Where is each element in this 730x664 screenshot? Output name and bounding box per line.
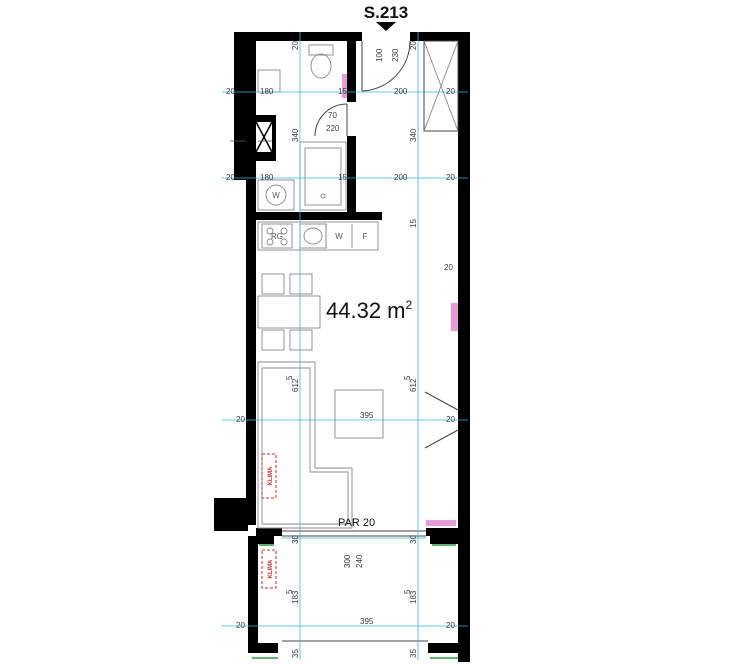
svg-text:KLIMA: KLIMA	[268, 559, 274, 579]
svg-text:30: 30	[409, 535, 418, 544]
svg-text:612: 612	[291, 378, 300, 392]
svg-text:200: 200	[394, 87, 408, 96]
sill-marker	[426, 520, 456, 526]
dining-table	[257, 273, 321, 351]
entrance-door	[361, 40, 411, 92]
klima-unit-balcony: KLIMA	[261, 549, 277, 589]
appliance-dishwasher-label: W	[335, 232, 343, 241]
kitchen: RG W F	[257, 221, 379, 251]
svg-text:230: 230	[391, 48, 400, 62]
svg-text:30: 30	[291, 535, 300, 544]
svg-text:5: 5	[285, 589, 294, 594]
svg-text:20: 20	[409, 41, 418, 50]
sofa	[257, 361, 384, 529]
par-label: PAR 20	[338, 517, 375, 529]
svg-text:20: 20	[236, 415, 245, 424]
svg-text:20: 20	[226, 87, 235, 96]
svg-text:240: 240	[355, 554, 364, 568]
svg-text:35: 35	[409, 649, 418, 658]
exterior-walls	[214, 32, 470, 662]
radiator	[451, 303, 458, 331]
svg-text:20: 20	[236, 621, 245, 630]
svg-text:220: 220	[326, 124, 340, 133]
svg-text:15: 15	[409, 219, 418, 228]
svg-text:340: 340	[291, 128, 300, 142]
appliance-washer-label: W	[272, 191, 280, 200]
interior-walls	[230, 32, 382, 220]
unit-number: S.213	[364, 3, 408, 22]
area-value: 44.32 m	[326, 298, 406, 323]
area-label: 44.32 m2	[326, 298, 413, 323]
svg-text:20: 20	[446, 621, 455, 630]
svg-text:5: 5	[285, 375, 294, 380]
klima-unit-room: KLIMA	[261, 453, 277, 499]
closet	[423, 40, 459, 132]
svg-text:15: 15	[338, 87, 347, 96]
svg-text:100: 100	[375, 48, 384, 62]
radiator-bathroom	[342, 74, 347, 98]
svg-text:180: 180	[260, 87, 274, 96]
dimension-labels: 20 180 15 200 20 20 180 15 200 20 20 395…	[226, 41, 455, 658]
appliance-rg-label: RG	[271, 232, 283, 241]
svg-text:5: 5	[403, 589, 412, 594]
area-unit-superscript: 2	[406, 298, 413, 312]
svg-text:20: 20	[446, 415, 455, 424]
svg-text:395: 395	[360, 411, 374, 420]
svg-text:20: 20	[446, 87, 455, 96]
svg-text:183: 183	[409, 590, 418, 604]
svg-text:20: 20	[291, 41, 300, 50]
svg-text:180: 180	[260, 173, 274, 182]
svg-text:70: 70	[328, 111, 337, 120]
svg-text:35: 35	[291, 649, 300, 658]
svg-text:612: 612	[409, 378, 418, 392]
svg-text:15: 15	[338, 173, 347, 182]
svg-text:5: 5	[403, 375, 412, 380]
svg-text:183: 183	[291, 590, 300, 604]
svg-text:200: 200	[394, 173, 408, 182]
side-window	[424, 391, 459, 449]
balcony-door	[282, 530, 428, 642]
svg-text:20: 20	[446, 173, 455, 182]
svg-text:KLIMA: KLIMA	[268, 466, 274, 486]
entry-arrow-icon	[376, 22, 396, 31]
svg-text:20: 20	[444, 263, 453, 272]
svg-text:395: 395	[360, 617, 374, 626]
svg-text:300: 300	[343, 554, 352, 568]
appliance-fridge-label: F	[363, 232, 368, 241]
dimension-lines	[222, 32, 468, 660]
svg-text:20: 20	[226, 173, 235, 182]
svg-text:340: 340	[409, 128, 418, 142]
